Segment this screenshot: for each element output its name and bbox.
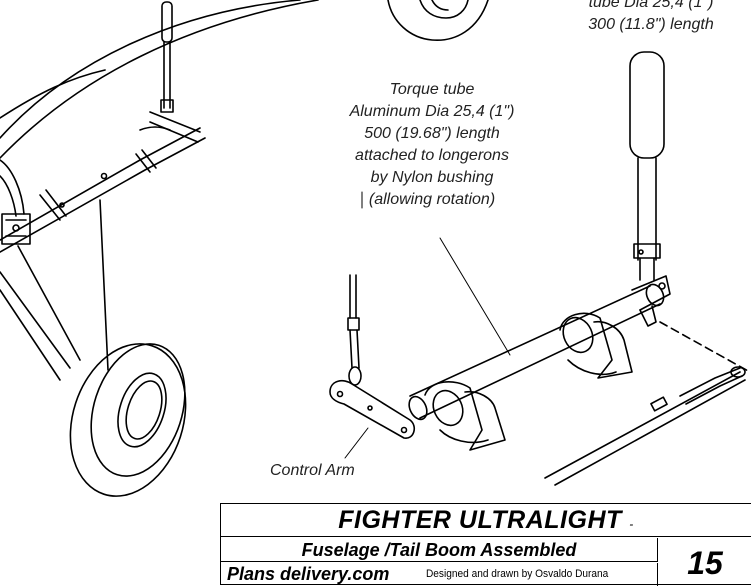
- sheet-number: 15: [687, 545, 723, 581]
- callout-stick-tube: tube Dia 25,4 (1") 300 (11.8") length: [556, 0, 746, 36]
- nylon-bushing-right: [559, 312, 633, 379]
- title-row: FIGHTER ULTRALIGHT -: [221, 504, 751, 537]
- callout-line: 300 (11.8") length: [588, 16, 714, 33]
- push-rod-right: [544, 366, 746, 486]
- nylon-bushing-left: [424, 381, 506, 451]
- top-wheel: [387, 0, 489, 41]
- torque-tube: [408, 275, 671, 421]
- callout-line: (allowing rotation): [368, 191, 496, 208]
- designer-credit: Designed and drawn by Osvaldo Durana: [426, 568, 609, 580]
- credits-row: Plans delivery.com Designed and drawn by…: [221, 563, 658, 586]
- push-rod-vertical: [347, 274, 362, 386]
- title-block: FIGHTER ULTRALIGHT - Fuselage /Tail Boom…: [220, 503, 751, 586]
- callout-line: attached to longerons: [355, 147, 509, 164]
- leader-torque-tube: [439, 237, 511, 356]
- drawing-subtitle: Fuselage /Tail Boom Assembled: [221, 538, 658, 562]
- leader-control-arm: [344, 427, 369, 459]
- left-wheel: [69, 343, 187, 497]
- callout-line: 500 (19.68") length: [364, 125, 500, 142]
- title-mark: -: [629, 517, 634, 531]
- callout-torque-tube: Torque tube Aluminum Dia 25,4 (1") 500 (…: [322, 79, 542, 211]
- drawing-title: FIGHTER ULTRALIGHT: [338, 506, 622, 534]
- callout-line: Aluminum Dia 25,4 (1"): [349, 103, 515, 120]
- callout-line: by Nylon bushing: [370, 169, 494, 186]
- control-stick-left: [139, 1, 201, 143]
- callout-line: Torque tube: [389, 81, 475, 98]
- control-stick-right: [629, 51, 665, 281]
- fuselage-frame: [0, 0, 319, 381]
- callout-line: tube Dia 25,4 (1"): [588, 0, 714, 11]
- callout-control-arm: Control Arm: [270, 462, 355, 479]
- dashed-center-line: [659, 321, 751, 373]
- control-arm-part: [329, 379, 416, 439]
- website-text: Plans delivery.com: [227, 564, 390, 584]
